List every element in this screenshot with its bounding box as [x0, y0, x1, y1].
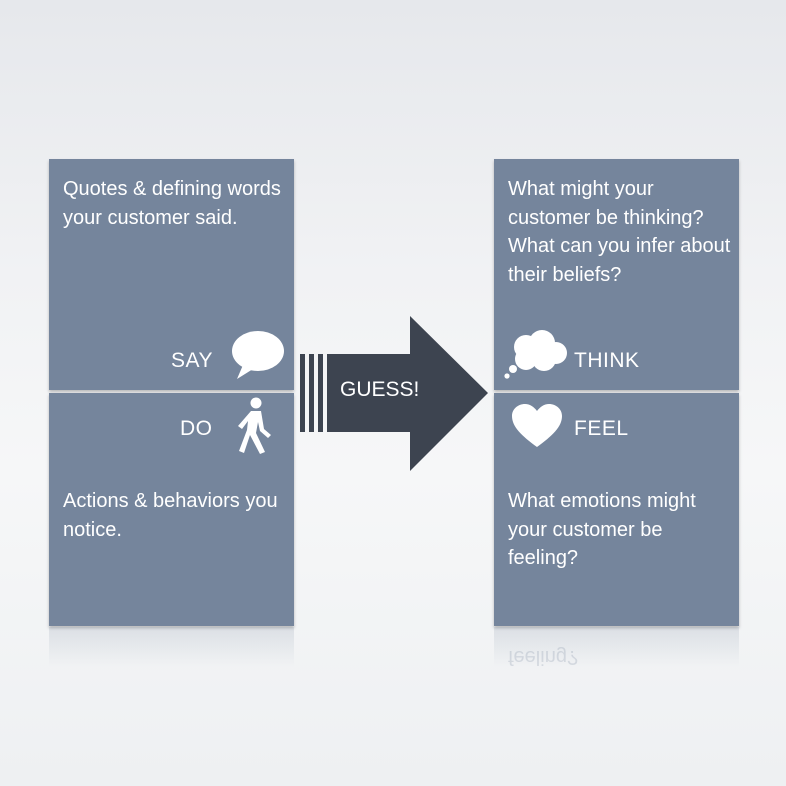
- guess-label: GUESS!: [340, 378, 420, 401]
- speech-bubble-icon: [232, 331, 284, 379]
- feel-panel: FEEL What emotions might your customer b…: [494, 393, 739, 626]
- do-panel: DO Actions & behaviors you notice.: [49, 393, 294, 626]
- do-panel-reflection: [49, 627, 294, 667]
- say-label: SAY: [171, 349, 213, 372]
- say-panel: Quotes & defining words your customer sa…: [49, 159, 294, 390]
- walking-person-icon: [238, 397, 271, 454]
- think-panel: What might your customer be thinking? Wh…: [494, 159, 739, 390]
- heart-icon: [512, 404, 562, 447]
- feel-panel-reflection: [494, 627, 739, 667]
- feel-label: FEEL: [574, 417, 629, 440]
- do-description: Actions & behaviors you notice.: [63, 490, 278, 541]
- say-description: Quotes & defining words your customer sa…: [63, 178, 281, 229]
- feel-description: What emotions might your customer be fee…: [508, 490, 696, 569]
- guess-arrow: [300, 316, 488, 471]
- reflection-text: feeling?: [508, 646, 579, 668]
- think-description: What might your customer be thinking? Wh…: [508, 178, 731, 286]
- think-label: THINK: [574, 349, 640, 372]
- feel-text-reflection: feeling?: [494, 645, 739, 685]
- thought-cloud-icon: [504, 330, 567, 379]
- do-label: DO: [180, 417, 213, 440]
